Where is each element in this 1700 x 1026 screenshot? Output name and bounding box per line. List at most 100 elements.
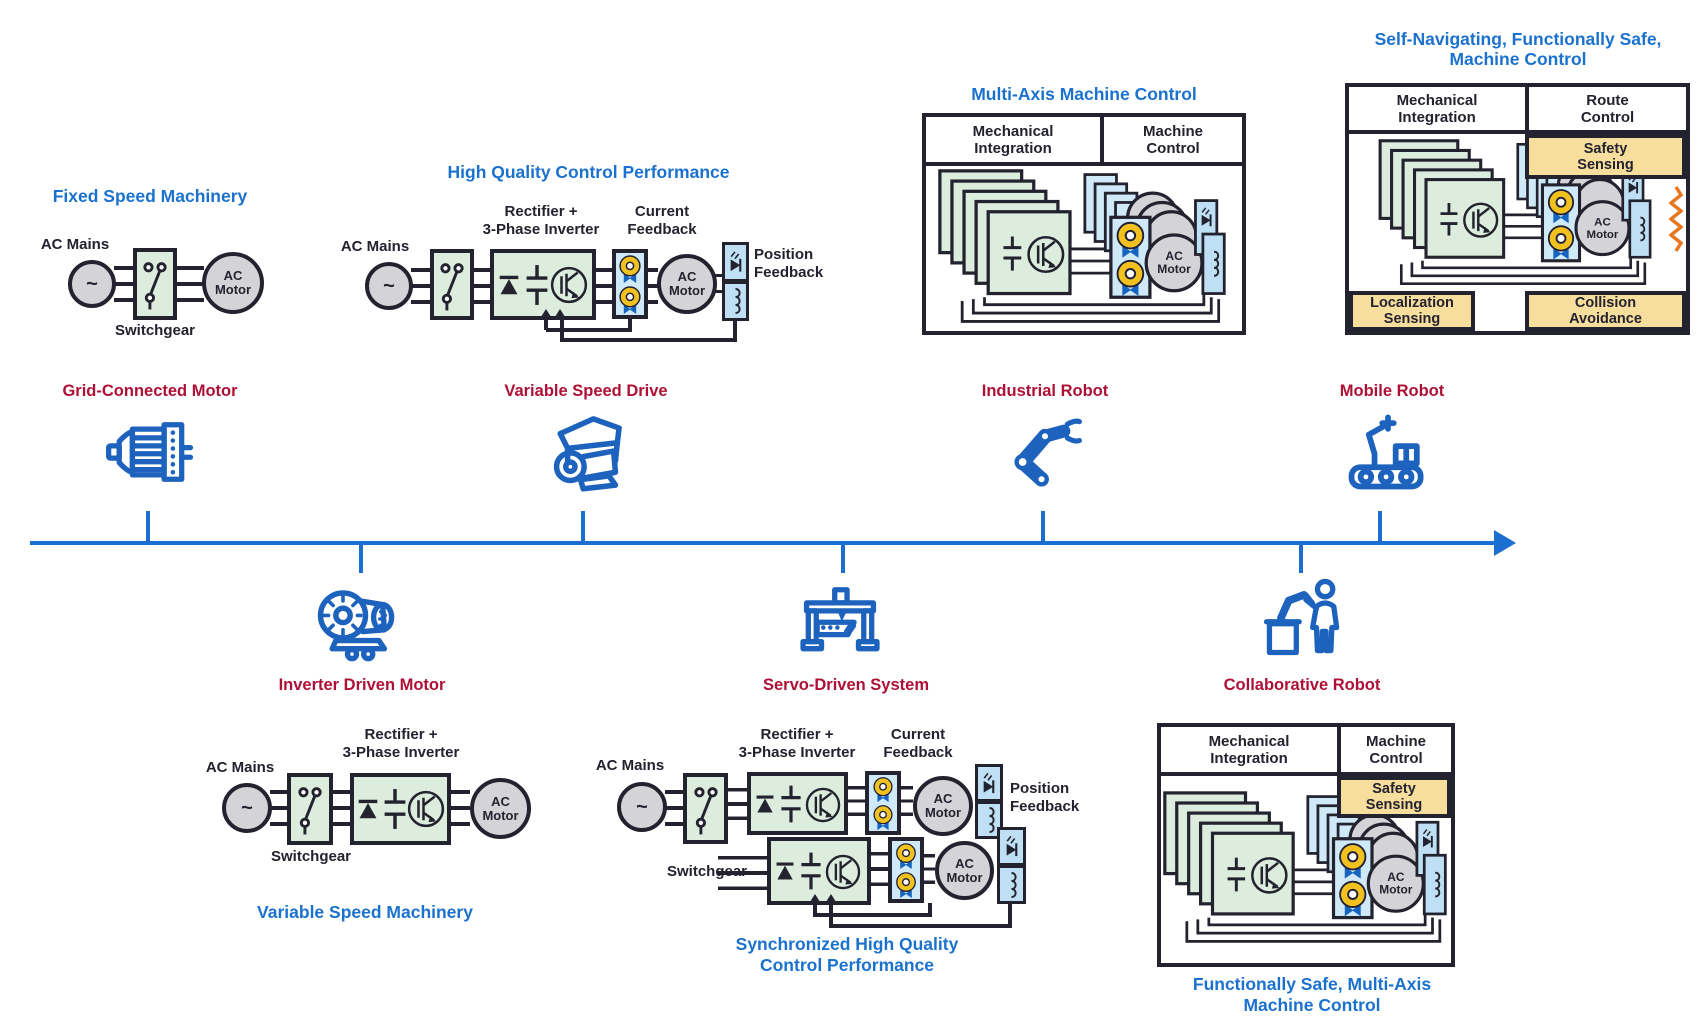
stage-title-self-navigating: Self-Navigating, Functionally Safe, Mach… — [1374, 29, 1662, 69]
wire — [331, 790, 350, 826]
timeline-arrowhead — [1494, 530, 1516, 556]
ac-source: ~ — [68, 260, 116, 308]
ac-mains-label: AC Mains — [40, 236, 110, 253]
inverter-motor-icon — [308, 574, 414, 664]
wire — [665, 790, 683, 826]
current-sensor-icon — [894, 871, 918, 899]
stage-title-high-quality: High Quality Control Performance — [447, 162, 730, 182]
switchgear-box — [133, 248, 177, 320]
cell-text: Collision Avoidance — [1569, 295, 1642, 327]
position-feedback-label: Position Feedback — [1010, 780, 1110, 815]
rectifier-line1: Rectifier + — [760, 726, 834, 743]
timeline-tick-fixed-speed — [146, 511, 150, 541]
timeline-tick-collaborative — [1299, 545, 1303, 573]
mobile-robot-icon — [1340, 402, 1436, 498]
diode-icon — [356, 799, 379, 820]
header-divider — [1161, 772, 1451, 776]
feedback-line: Feedback — [883, 743, 953, 761]
timeline-axis — [30, 541, 1496, 545]
feedback-arrow — [553, 309, 567, 320]
switchgear-label: Switchgear — [666, 863, 748, 880]
capacitor-icon — [799, 850, 823, 892]
current-sensor-icon — [894, 842, 918, 870]
rectifier-line2: 3-Phase Inverter — [738, 743, 856, 761]
cnc-machine-icon — [785, 573, 895, 661]
wire — [411, 268, 430, 304]
feedback-wire — [829, 905, 833, 928]
encoder-photodiode-box — [975, 764, 1003, 802]
ac-motor-label: AC — [933, 791, 953, 806]
current-sensor-icon — [871, 804, 895, 831]
ac-motor-label: Motor — [946, 869, 983, 885]
wire — [714, 274, 723, 277]
localization-sensing-cell: Localization Sensing — [1349, 291, 1475, 331]
feedback-arrow — [824, 894, 838, 905]
timeline-tick-servo-driven — [841, 545, 845, 573]
cell-text: Localization Sensing — [1370, 295, 1454, 327]
mobile-robot-box: Mechanical Integration Route Control Saf… — [1345, 83, 1690, 335]
tilde-symbol: ~ — [636, 796, 648, 818]
header-text: Mechanical Integration — [1208, 732, 1290, 767]
feedback-wire — [560, 338, 737, 342]
wire — [922, 854, 935, 884]
diode-icon — [497, 275, 521, 296]
stage-title-functionally-safe: Functionally Safe, Multi-Axis Machine Co… — [1192, 974, 1432, 1015]
current-feedback-label: Current Feedback — [612, 203, 712, 238]
diode-icon — [754, 795, 775, 814]
machinery-label-inverter-driven: Inverter Driven Motor — [278, 676, 446, 694]
cell-text: Safety Sensing — [1365, 781, 1423, 813]
switchgear-label: Switchgear — [270, 848, 352, 865]
header-text: Mechanical Integration — [1396, 91, 1478, 126]
header-text: Mechanical Integration — [972, 122, 1054, 157]
wire — [449, 790, 470, 826]
capacitor-icon — [779, 783, 802, 824]
feedback-wire — [544, 320, 548, 330]
switchgear-box — [683, 773, 728, 844]
switch-icon — [298, 787, 322, 837]
feedback-wire — [815, 913, 932, 917]
safety-sensing-cell: Safety Sensing — [1337, 776, 1451, 818]
encoder-photodiode-icon — [728, 250, 742, 273]
diode-icon — [774, 862, 796, 881]
wire — [472, 268, 490, 304]
encoder-photodiode-box — [722, 242, 749, 282]
ac-mains-label: AC Mains — [205, 759, 275, 776]
wire — [114, 266, 135, 302]
machinery-label-vsd: Variable Speed Drive — [504, 382, 668, 400]
ac-mains-label: AC Mains — [595, 757, 665, 774]
multi-axis-stack — [928, 169, 1238, 327]
rectifier-line1: Rectifier + — [504, 203, 578, 220]
header-text: Machine Control — [1365, 732, 1426, 767]
tilde-symbol: ~ — [86, 273, 98, 295]
encoder-photodiode-icon — [1004, 835, 1017, 858]
rectifier-inverter-box — [350, 773, 451, 845]
igbt-icon — [825, 854, 861, 890]
rectifier-line1: Rectifier + — [364, 726, 438, 743]
current-line: Current — [634, 203, 690, 220]
switchgear-box — [430, 249, 474, 320]
column-divider — [1337, 727, 1341, 772]
position-line: Position — [1010, 780, 1070, 797]
rectifier-inverter-box — [747, 772, 848, 835]
wire — [175, 266, 204, 302]
multi-axis-box: Mechanical Integration Machine Control — [922, 113, 1246, 335]
feedback-arrow — [539, 309, 553, 320]
header-route-control: Route Control — [1529, 87, 1686, 130]
capacitor-icon — [382, 787, 407, 831]
stage-title-synchronized: Synchronized High Quality Control Perfor… — [735, 934, 959, 975]
feedback-wire — [628, 318, 632, 332]
encoder-coil-icon — [987, 806, 995, 834]
current-feedback-label: Current Feedback — [869, 726, 967, 761]
header-machine-control: Machine Control — [1104, 117, 1242, 162]
stage-title-fixed-speed: Fixed Speed Machinery — [52, 186, 248, 206]
igbt-icon — [550, 266, 588, 303]
header-machine-control: Machine Control — [1341, 727, 1451, 772]
ac-motor-label: Motor — [214, 282, 252, 297]
feedback-wire — [928, 903, 932, 917]
ac-motor-label: AC — [955, 855, 974, 871]
feedback-wire — [813, 905, 817, 917]
rectifier-line2: 3-Phase Inverter — [482, 220, 600, 238]
rectifier-line2: 3-Phase Inverter — [342, 743, 460, 761]
